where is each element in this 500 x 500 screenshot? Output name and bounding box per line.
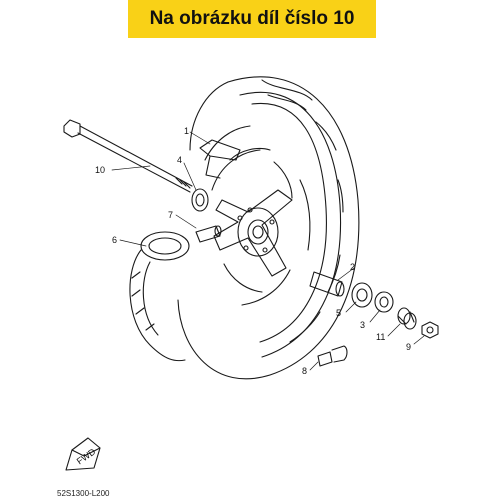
part-label-10: 10	[95, 165, 105, 175]
part-label-9: 9	[406, 342, 411, 352]
part-label-4: 4	[177, 155, 182, 165]
part-6-tire-section	[129, 231, 190, 362]
part-8-clip	[317, 345, 348, 367]
part-label-3: 3	[360, 320, 365, 330]
part-5-bearing	[351, 282, 373, 308]
part-4-bearing	[191, 188, 209, 212]
part-1-piece	[199, 139, 241, 179]
part-label-8: 8	[302, 366, 307, 376]
drawing-code: 52S1300-L200	[57, 489, 110, 498]
wheel-rim	[204, 125, 311, 306]
part-3-seal	[374, 291, 394, 313]
part-10-axle	[63, 119, 193, 193]
part-label-7: 7	[168, 210, 173, 220]
title-banner: Na obrázku díl číslo 10	[128, 0, 376, 38]
fwd-text: FWD	[75, 446, 98, 466]
fwd-arrow-icon	[65, 437, 101, 471]
part-label-2: 2	[350, 262, 355, 272]
part-label-6: 6	[112, 235, 117, 245]
part-2-spacer	[309, 271, 345, 297]
tire-outline	[177, 76, 360, 380]
part-11-collar	[397, 307, 417, 330]
wheel-hub	[237, 207, 279, 257]
part-label-11: 11	[376, 332, 385, 342]
part-9-nut	[421, 321, 439, 339]
leader-lines	[111, 131, 425, 371]
part-label-1: 1	[184, 126, 189, 136]
part-label-5: 5	[336, 308, 341, 318]
part-7-collar	[195, 225, 222, 243]
